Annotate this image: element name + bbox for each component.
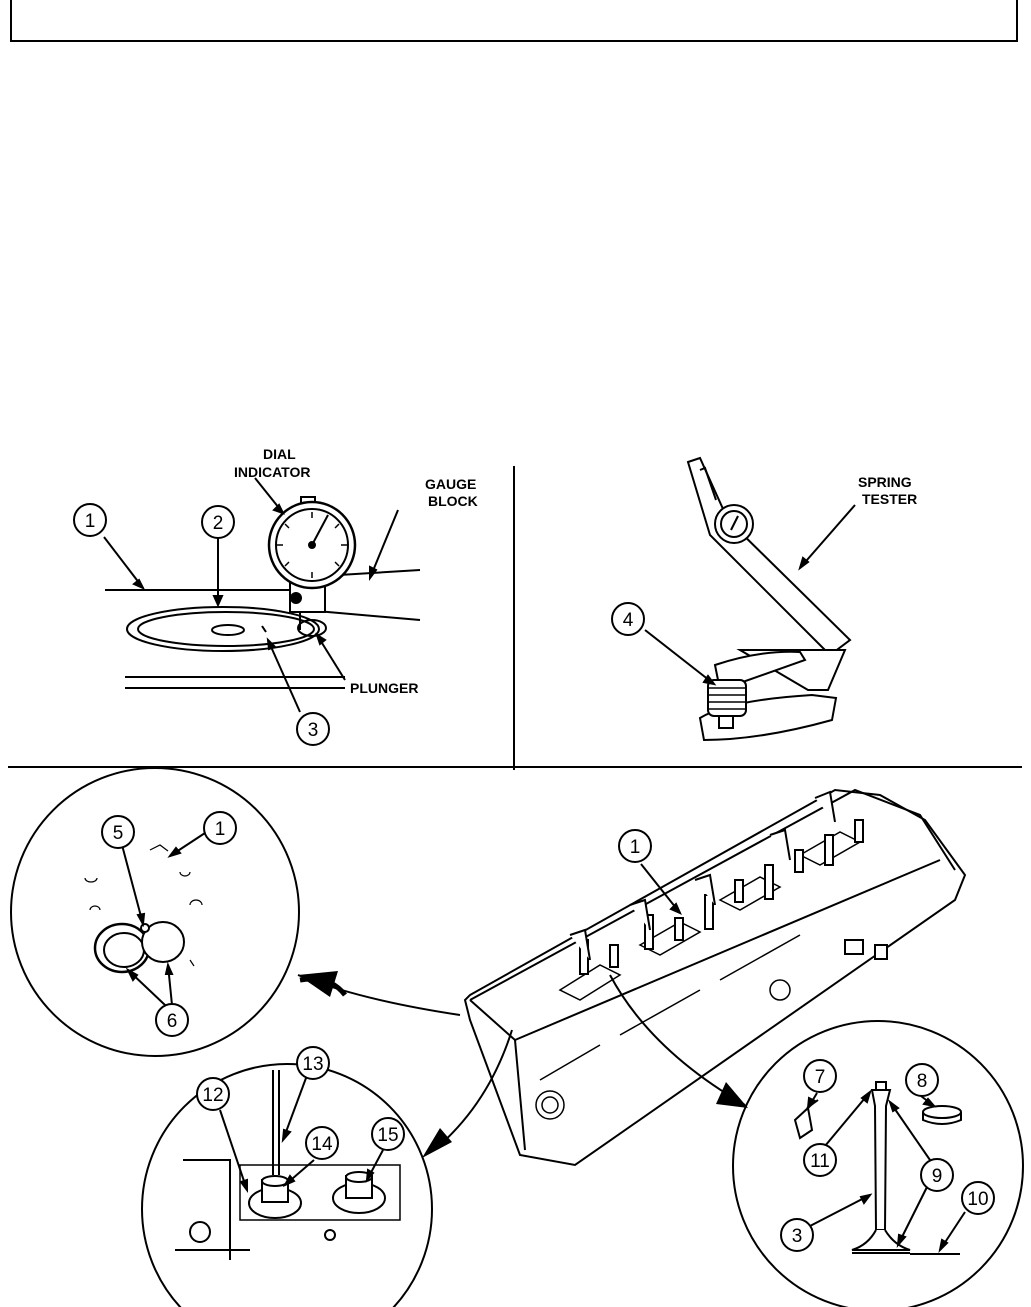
callout-5: 5 <box>113 823 124 844</box>
callout-1-main: 1 <box>630 837 641 858</box>
callout-15: 15 <box>377 1125 398 1146</box>
callout-14: 14 <box>311 1134 333 1155</box>
callout-13: 13 <box>302 1054 323 1075</box>
valve-head <box>126 606 320 652</box>
dial-label-line2: INDICATOR <box>234 464 310 480</box>
header-frame <box>10 0 1018 42</box>
callout-4: 4 <box>623 610 634 631</box>
callout-7: 7 <box>815 1067 826 1088</box>
cylinder-head <box>297 788 967 1167</box>
callout-6: 6 <box>167 1011 178 1032</box>
callout-8: 8 <box>917 1071 928 1092</box>
callout-9: 9 <box>932 1166 943 1187</box>
callout-11: 11 <box>810 1151 830 1172</box>
callout-10: 10 <box>967 1189 988 1210</box>
spring-label-line2: TESTER <box>862 491 917 507</box>
panel-spring-tester <box>611 456 856 742</box>
callout-1: 1 <box>85 511 96 532</box>
callout-2: 2 <box>213 513 224 534</box>
panel-valve-depth-check <box>73 477 421 746</box>
detail-view-injector <box>141 1046 433 1307</box>
spring-label-line1: SPRING <box>858 474 912 490</box>
detail-view-seats <box>10 767 300 1057</box>
plunger-label: PLUNGER <box>350 680 418 696</box>
callout-1-detail: 1 <box>215 819 226 840</box>
callout-12: 12 <box>202 1085 223 1106</box>
dial-label-line1: DIAL <box>263 446 296 462</box>
callout-3: 3 <box>308 720 319 741</box>
detail-view-valve <box>732 1020 1024 1307</box>
callout-3-detail: 3 <box>792 1226 803 1247</box>
gauge-label-line1: GAUGE <box>425 476 476 492</box>
dial-indicator <box>267 496 357 590</box>
valve <box>851 1081 911 1254</box>
gauge-label-line2: BLOCK <box>428 493 478 509</box>
